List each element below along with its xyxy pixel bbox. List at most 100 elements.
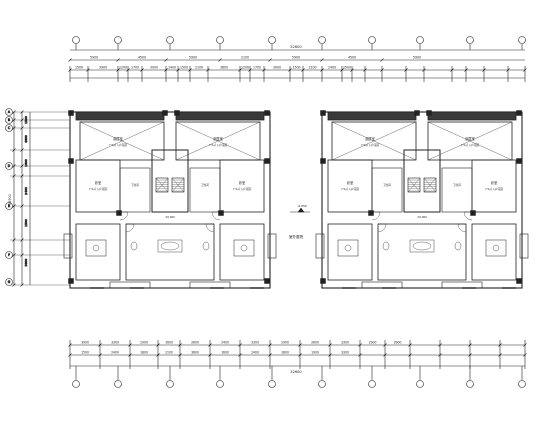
- top-dim-label: 1200: [119, 66, 127, 70]
- dim-tick: [380, 58, 384, 62]
- balcony-band: [427, 111, 517, 121]
- living-room: [79, 121, 165, 161]
- top-dim-label-row2: 5900: [413, 56, 421, 60]
- axis-bubble-label: E: [8, 204, 10, 208]
- diagonal-hatch: [175, 121, 261, 161]
- column: [218, 210, 224, 216]
- column: [368, 210, 374, 216]
- bathroom: [371, 167, 403, 213]
- axis-bubble: [518, 36, 526, 44]
- dim-tick: [128, 343, 132, 347]
- room-sub-label: 7.5㎡ 入户花园: [485, 187, 503, 191]
- axis-bubble: [114, 380, 122, 388]
- axis-bubble: [268, 380, 276, 388]
- axis-bubble-label: B: [8, 118, 10, 122]
- dim-tick: [20, 283, 24, 287]
- column: [414, 110, 420, 116]
- dim-tick: [298, 353, 302, 357]
- top-dimension-ticks: [68, 58, 527, 82]
- axis-bubble: [416, 380, 424, 388]
- bottom-dim-label: 2600: [311, 341, 319, 345]
- dim-tick: [12, 164, 16, 168]
- bottom-dim-label-row2: 2400: [111, 351, 119, 355]
- dim-tick: [383, 343, 387, 347]
- bottom-dim-label: 2400: [221, 341, 229, 345]
- diagonal-hatch: [331, 121, 417, 161]
- stair-cross: [407, 177, 421, 193]
- dim-tick: [268, 58, 272, 62]
- bathtub-basin-icon: [160, 241, 180, 251]
- axis-bubble-label: A: [8, 110, 11, 114]
- dim-tick: [68, 58, 72, 62]
- top-overall-dim: 32600: [290, 45, 302, 49]
- living-room: [175, 121, 261, 161]
- bottom-dim-label: 3300: [341, 341, 349, 345]
- axis-bubble: [368, 380, 376, 388]
- dim-tick: [408, 343, 412, 347]
- bed-pillow-icon: [240, 244, 248, 252]
- bed-icon: [85, 239, 107, 257]
- column: [264, 158, 270, 164]
- balcony-band: [75, 111, 165, 121]
- axis-bubble: [72, 380, 80, 388]
- bathtub-icon: [409, 239, 435, 253]
- dim-tick: [298, 343, 302, 347]
- dim-tick: [20, 204, 24, 208]
- top-dim-label: 1200: [241, 66, 249, 70]
- bed-icon: [337, 239, 359, 257]
- door-swing: [377, 223, 387, 233]
- bedroom-lower: [327, 223, 373, 281]
- top-dim-label: 3000: [150, 66, 158, 70]
- dim-tick: [328, 343, 332, 347]
- dim-tick: [468, 343, 472, 347]
- axis-bubble: [216, 380, 224, 388]
- axis-bubble: [5, 116, 13, 124]
- lower-hall: [377, 223, 467, 281]
- dim-tick: [358, 343, 362, 347]
- axis-bubble: [166, 380, 174, 388]
- axis-bubble: [5, 162, 13, 170]
- axis-bubble: [368, 36, 376, 44]
- bathroom: [119, 167, 151, 213]
- bottom-dim-label: 3300: [251, 341, 259, 345]
- axis-bubble: [216, 36, 224, 44]
- dim-tick: [20, 118, 24, 122]
- door-swing: [211, 211, 221, 221]
- dim-tick: [116, 58, 120, 62]
- living-room: [331, 121, 417, 161]
- toilet-icon: [202, 241, 210, 251]
- dim-tick: [68, 353, 72, 357]
- toilet-icon: [130, 241, 138, 251]
- dim-tick: [178, 343, 182, 347]
- bed-pillow-icon: [492, 244, 500, 252]
- bottom-axis-bubbles: [72, 366, 526, 388]
- dim-tick: [12, 174, 16, 178]
- dim-tick: [12, 110, 16, 114]
- door-swing: [119, 211, 129, 221]
- dim-tick: [20, 110, 24, 114]
- dim-tick: [268, 353, 272, 357]
- dim-tick: [20, 148, 24, 152]
- column: [320, 158, 326, 164]
- door-swing: [457, 223, 467, 233]
- dim-tick: [156, 343, 160, 347]
- column: [116, 210, 122, 216]
- dim-tick: [164, 58, 168, 62]
- axis-bubble-label: D: [8, 164, 11, 168]
- stair-cross: [423, 177, 437, 193]
- exterior-wall: [321, 111, 523, 289]
- axis-bubble: [114, 36, 122, 44]
- dim-tick: [12, 118, 16, 122]
- bottom-dimension-chains: [70, 344, 525, 367]
- top-dim-label: 1500: [343, 66, 351, 70]
- column: [426, 110, 432, 116]
- dim-tick: [498, 343, 502, 347]
- balcony-band: [175, 111, 265, 121]
- bottom-dim-label: 3900: [81, 341, 89, 345]
- top-dim-label: 1500: [180, 66, 188, 70]
- column: [516, 158, 522, 164]
- axis-bubble: [166, 36, 174, 44]
- balcony-band: [327, 111, 417, 121]
